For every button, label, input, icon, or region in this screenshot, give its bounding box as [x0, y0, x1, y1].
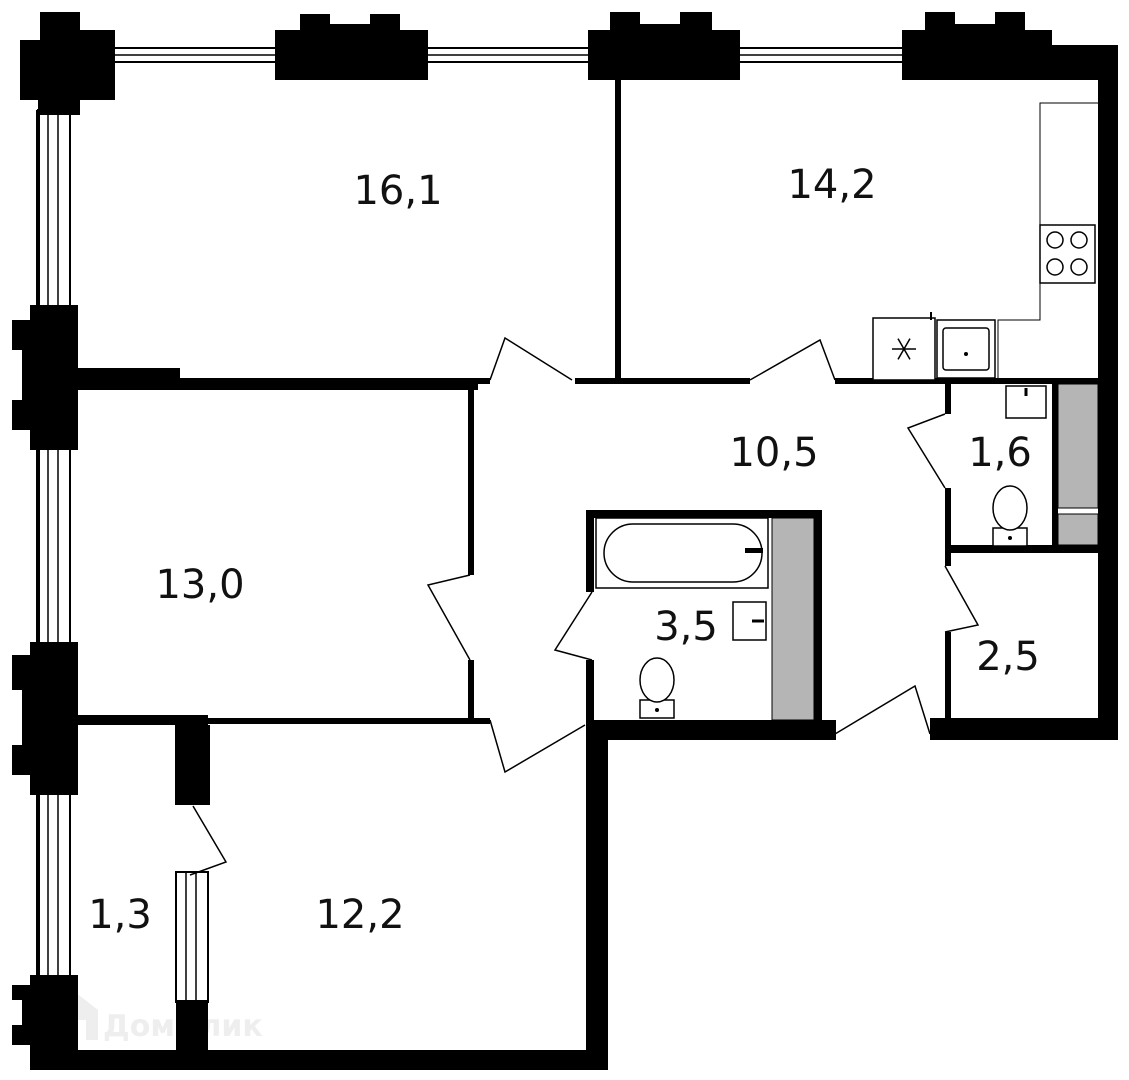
wc-fixtures	[992, 385, 1047, 547]
walls	[12, 12, 1118, 1070]
left-windows	[37, 109, 209, 1003]
kitchen-set	[872, 102, 1098, 381]
vent-shaft-3	[771, 517, 815, 721]
doors	[189, 336, 980, 876]
area-label-room-1: 16,1	[353, 168, 442, 214]
area-labels: 16,1 14,2 10,5 1,6 13,0 3,5 2,5 1,3 12,2	[88, 162, 1040, 938]
vent-shaft-2	[1057, 513, 1099, 546]
area-label-room-3: 13,0	[155, 562, 244, 608]
area-label-bathroom: 3,5	[654, 604, 718, 650]
area-label-hall: 10,5	[729, 430, 818, 476]
snowflake-icon	[892, 338, 916, 360]
vent-shaft-1	[1057, 383, 1099, 509]
area-label-room-4: 12,2	[315, 892, 404, 938]
bathroom-fixtures	[595, 517, 769, 719]
watermark: ДомКлик	[52, 992, 263, 1044]
area-label-storage: 2,5	[976, 634, 1040, 680]
stove-icon	[1039, 224, 1096, 284]
area-label-room-2: 14,2	[787, 162, 876, 208]
top-windows	[111, 47, 909, 63]
area-label-wc: 1,6	[968, 430, 1032, 476]
wc-toilet	[992, 485, 1028, 547]
bath-toilet	[639, 657, 675, 719]
area-label-loggia: 1,3	[88, 892, 152, 938]
